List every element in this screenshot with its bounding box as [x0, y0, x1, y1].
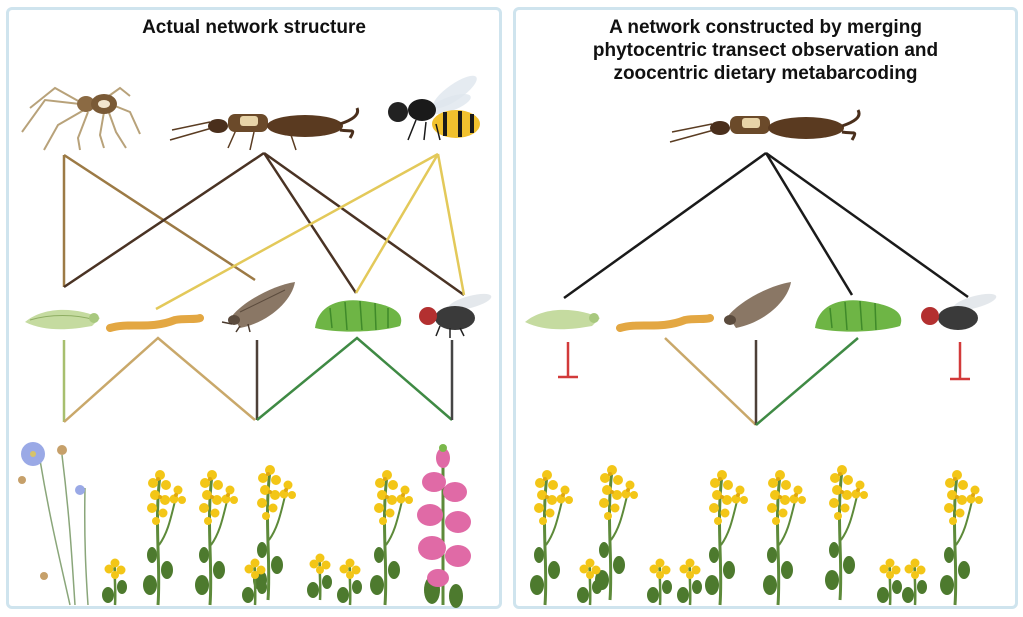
spider-prey-link: [62, 153, 256, 287]
rapeseed-plant-icon: [100, 463, 415, 607]
fly-icon: [419, 293, 492, 338]
flax-plant-icon: [18, 442, 89, 606]
wasp-prey-link: [155, 152, 466, 311]
snapdragon-plant-icon: [417, 444, 471, 608]
panel-title-actual: Actual network structure: [142, 17, 366, 38]
mealworm-icon: [106, 314, 204, 332]
caterpillar-plant-link: [256, 336, 453, 421]
fly-icon: [921, 293, 997, 330]
moth-icon: [221, 282, 295, 333]
caterpillar-icon: [815, 300, 902, 332]
caterpillar-plant-link: [755, 337, 859, 426]
missing-link-marker: [950, 342, 970, 381]
mealworm-plant-link: [664, 337, 757, 426]
wasp-icon: [388, 75, 480, 141]
leafhopper-icon: [525, 309, 600, 330]
mealworm-plant-link: [63, 336, 256, 423]
panel-title-merged: A network constructed by merging phytoce…: [592, 17, 939, 84]
merged-earwig-links: [563, 151, 969, 300]
spider-icon: [21, 86, 141, 151]
earwig-icon: [169, 107, 360, 151]
missing-link-marker: [558, 342, 578, 379]
earwig-prey-link: [63, 151, 465, 297]
rapeseed-plant-icon: [528, 463, 985, 607]
leafhopper-icon: [25, 309, 100, 330]
moth-icon: [724, 282, 791, 328]
caterpillar-icon: [315, 300, 402, 332]
mealworm-icon: [616, 314, 714, 332]
earwig-icon: [669, 109, 861, 143]
